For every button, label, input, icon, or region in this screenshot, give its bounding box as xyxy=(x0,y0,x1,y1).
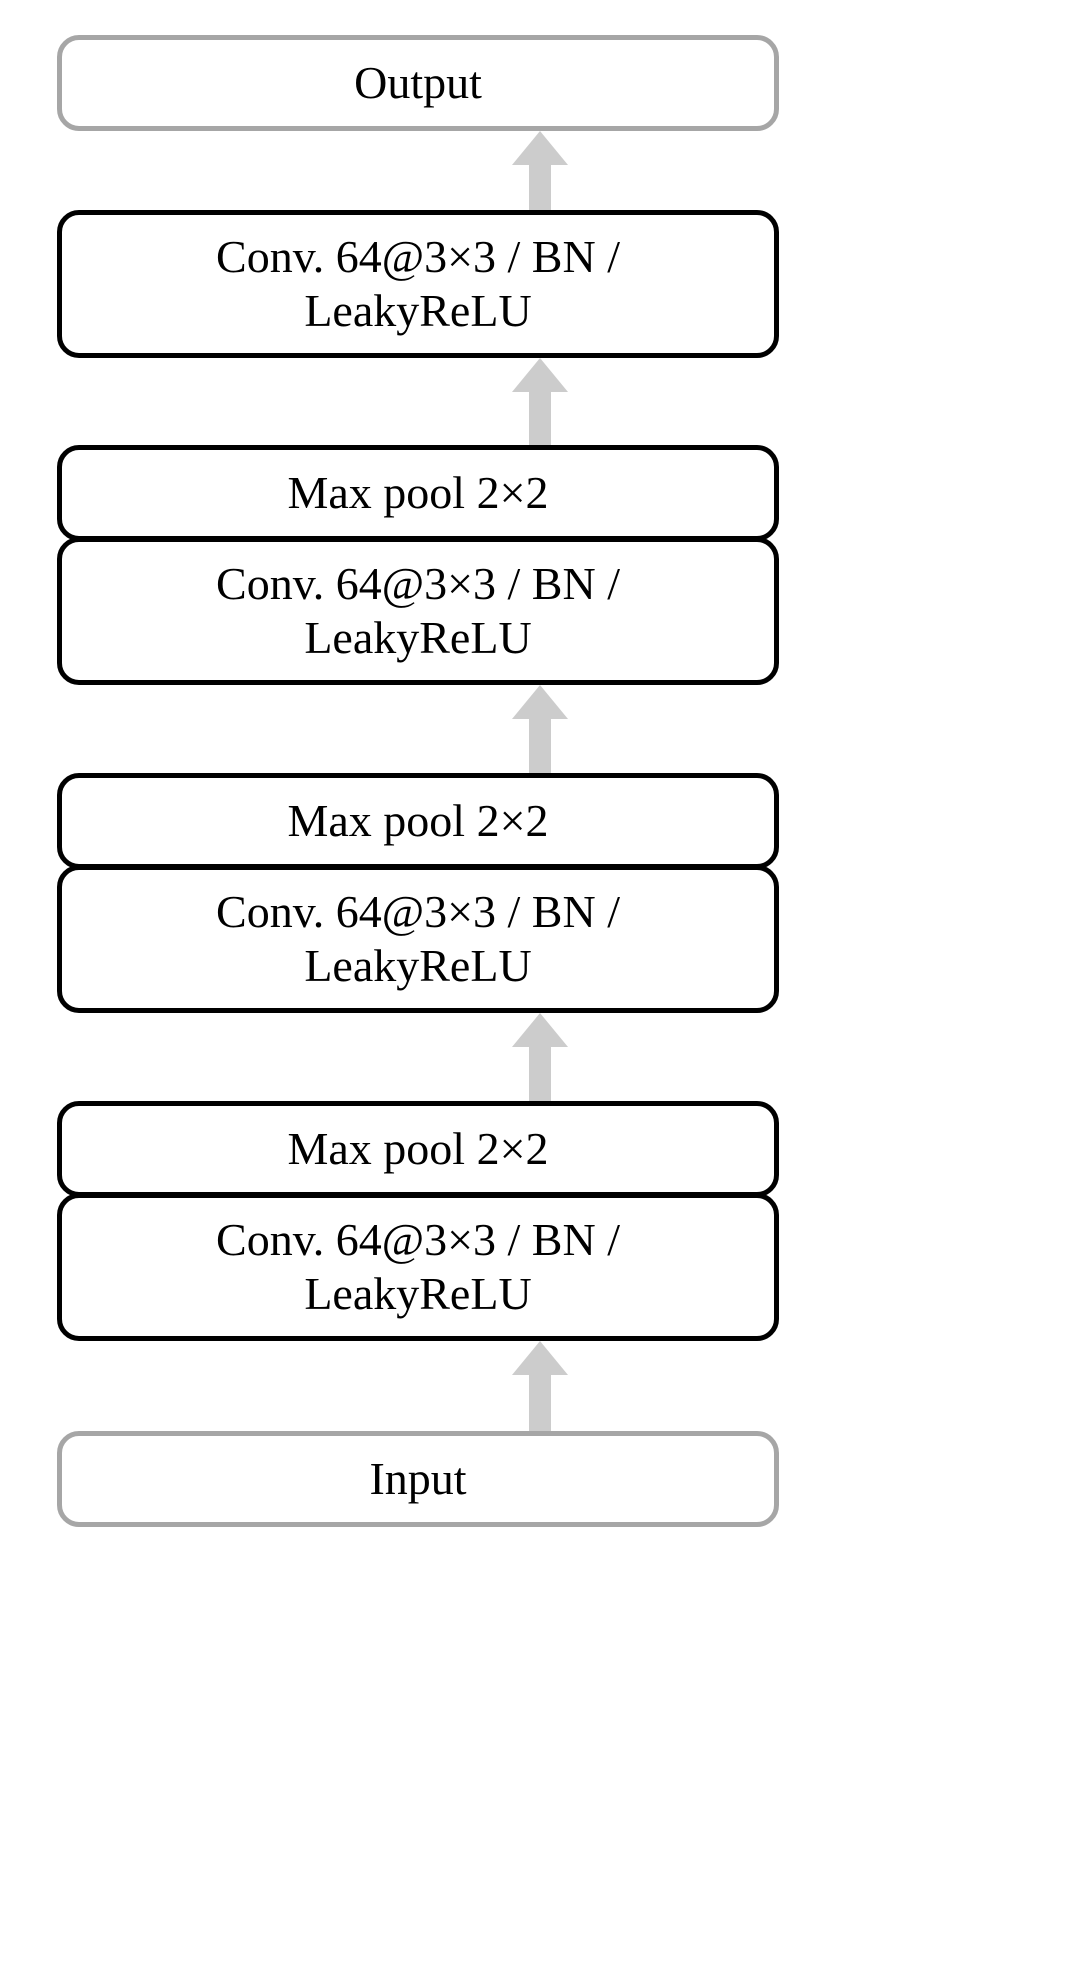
node-conv-4-label: Conv. 64@3×3 / BN / LeakyReLU xyxy=(216,230,620,336)
node-output-label: Output xyxy=(354,56,482,108)
arrow-head-icon xyxy=(512,131,568,165)
node-maxpool-3: Max pool 2×2 xyxy=(57,445,779,541)
stack-block-1: Max pool 2×2 Conv. 64@3×3 / BN / LeakyRe… xyxy=(57,1101,779,1341)
node-conv-2-label: Conv. 64@3×3 / BN / LeakyReLU xyxy=(216,885,620,991)
node-maxpool-2-label: Max pool 2×2 xyxy=(287,794,549,846)
stack-block-2: Max pool 2×2 Conv. 64@3×3 / BN / LeakyRe… xyxy=(57,773,779,1013)
stack-block-3: Max pool 2×2 Conv. 64@3×3 / BN / LeakyRe… xyxy=(57,445,779,685)
arrow-head-icon xyxy=(512,1341,568,1375)
arrow-head-icon xyxy=(512,685,568,719)
node-conv-1-label: Conv. 64@3×3 / BN / LeakyReLU xyxy=(216,1213,620,1319)
node-conv-2: Conv. 64@3×3 / BN / LeakyReLU xyxy=(57,865,779,1013)
arrow-head-icon xyxy=(512,358,568,392)
node-output: Output xyxy=(57,35,779,131)
node-conv-3: Conv. 64@3×3 / BN / LeakyReLU xyxy=(57,537,779,685)
arrow-shaft xyxy=(529,1375,551,1431)
arrow-conv2-to-pool1 xyxy=(512,1013,568,1101)
node-maxpool-1-label: Max pool 2×2 xyxy=(287,1122,549,1174)
arrow-shaft xyxy=(529,719,551,773)
node-conv-4: Conv. 64@3×3 / BN / LeakyReLU xyxy=(57,210,779,358)
node-maxpool-3-label: Max pool 2×2 xyxy=(287,466,549,518)
node-conv-3-label: Conv. 64@3×3 / BN / LeakyReLU xyxy=(216,557,620,663)
node-input-label: Input xyxy=(369,1452,467,1504)
arrow-input-to-conv1 xyxy=(512,1341,568,1431)
arrow-pool3-to-conv4 xyxy=(512,358,568,445)
node-maxpool-2: Max pool 2×2 xyxy=(57,773,779,869)
arrow-head-icon xyxy=(512,1013,568,1047)
node-conv-1: Conv. 64@3×3 / BN / LeakyReLU xyxy=(57,1193,779,1341)
arrow-shaft xyxy=(529,165,551,210)
arrow-conv4-to-output xyxy=(512,131,568,210)
arrow-conv3-to-pool2 xyxy=(512,685,568,773)
arrow-shaft xyxy=(529,392,551,445)
node-maxpool-1: Max pool 2×2 xyxy=(57,1101,779,1197)
arrow-shaft xyxy=(529,1047,551,1101)
node-input: Input xyxy=(57,1431,779,1527)
